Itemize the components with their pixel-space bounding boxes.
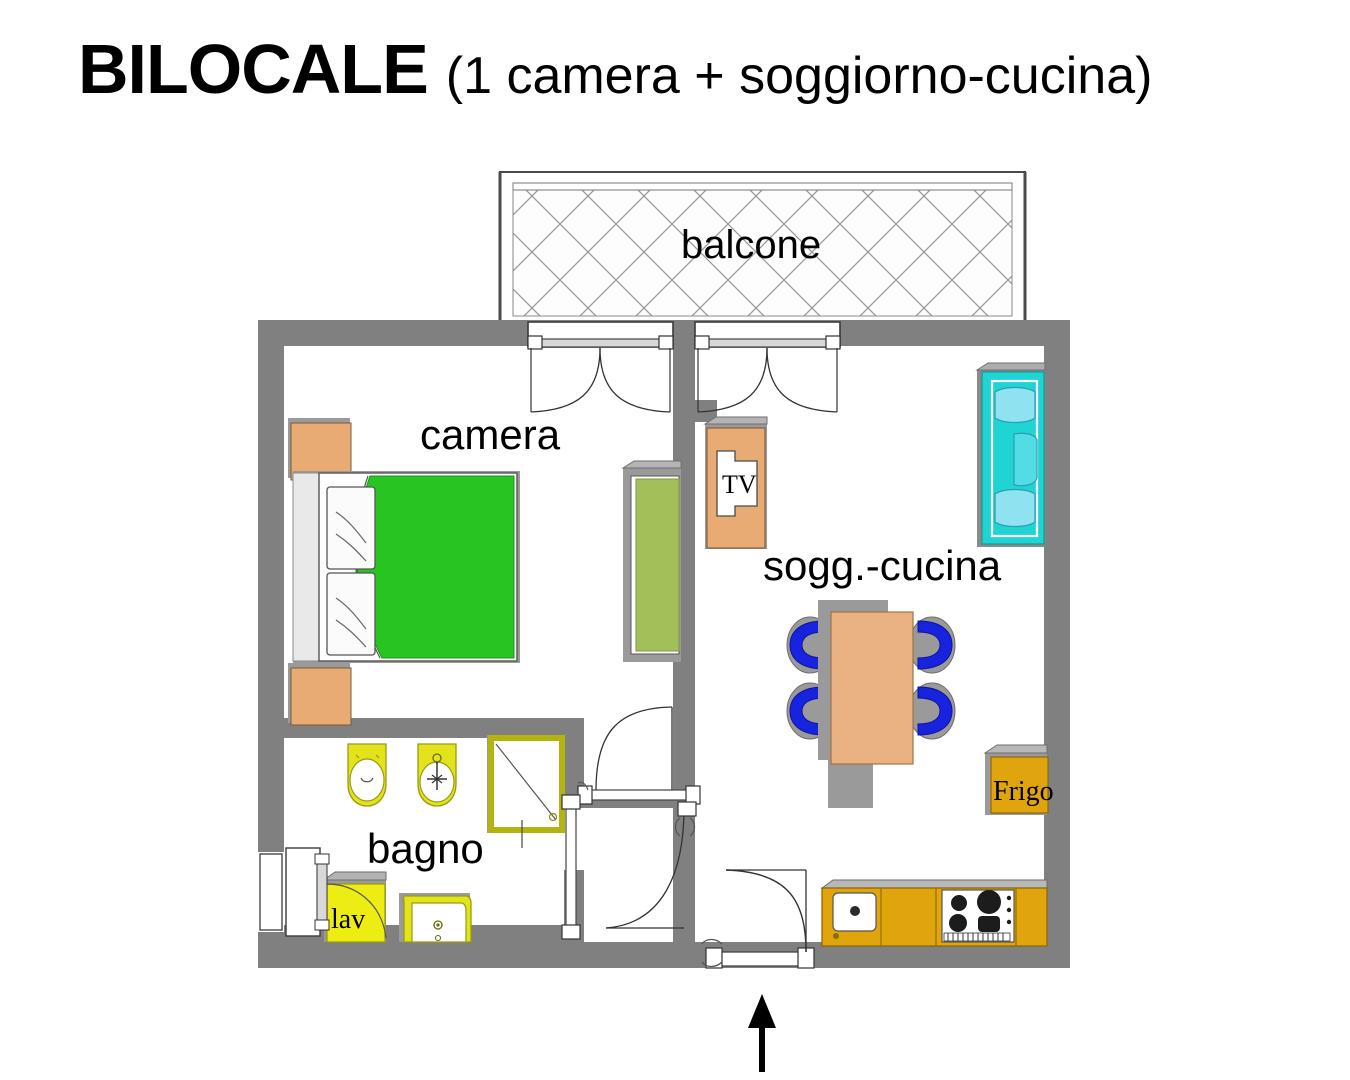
dining-chair <box>908 682 956 740</box>
entrance-door <box>701 869 815 969</box>
washing-machine-label: lav <box>331 904 366 935</box>
tv-cabinet <box>703 416 768 549</box>
bidet <box>417 743 457 807</box>
nightstand-top <box>288 418 352 481</box>
bedroom-door <box>561 794 697 940</box>
room-label-bagno: bagno <box>367 825 484 872</box>
kitchen-sink <box>832 892 877 939</box>
tv-label: TV <box>722 470 757 499</box>
dining-table <box>830 611 914 765</box>
room-label-sogg-cucina: sogg.-cucina <box>763 542 1002 589</box>
bathroom-door <box>577 706 701 805</box>
kitchen-counter <box>820 879 1048 947</box>
room-label-camera: camera <box>420 411 561 458</box>
bathroom-window-left-wall <box>258 847 330 937</box>
bathroom-sink <box>399 893 472 943</box>
room-label-balcone: balcone <box>681 223 822 267</box>
refrigerator <box>983 744 1049 815</box>
shower <box>487 735 565 848</box>
entrance-arrow-icon <box>748 994 776 1072</box>
dining-chair <box>908 616 956 674</box>
washing-machine <box>322 871 387 943</box>
balcony-french-door-right <box>694 321 841 413</box>
page-title: BILOCALE(1 camera + soggiorno-cucina) <box>78 34 1152 104</box>
wardrobe <box>621 460 682 662</box>
title-main-text: BILOCALE <box>78 30 429 108</box>
cooktop <box>941 889 1015 943</box>
title-subtitle-text: (1 camera + soggiorno-cucina) <box>445 47 1153 105</box>
double-bed <box>292 471 520 663</box>
fridge-label: Frigo <box>993 776 1054 807</box>
nightstand-bottom <box>288 663 352 726</box>
balcony-french-door-left <box>527 321 674 413</box>
sofa <box>975 362 1046 547</box>
balcone-area <box>498 171 1027 323</box>
toilet <box>347 743 387 807</box>
